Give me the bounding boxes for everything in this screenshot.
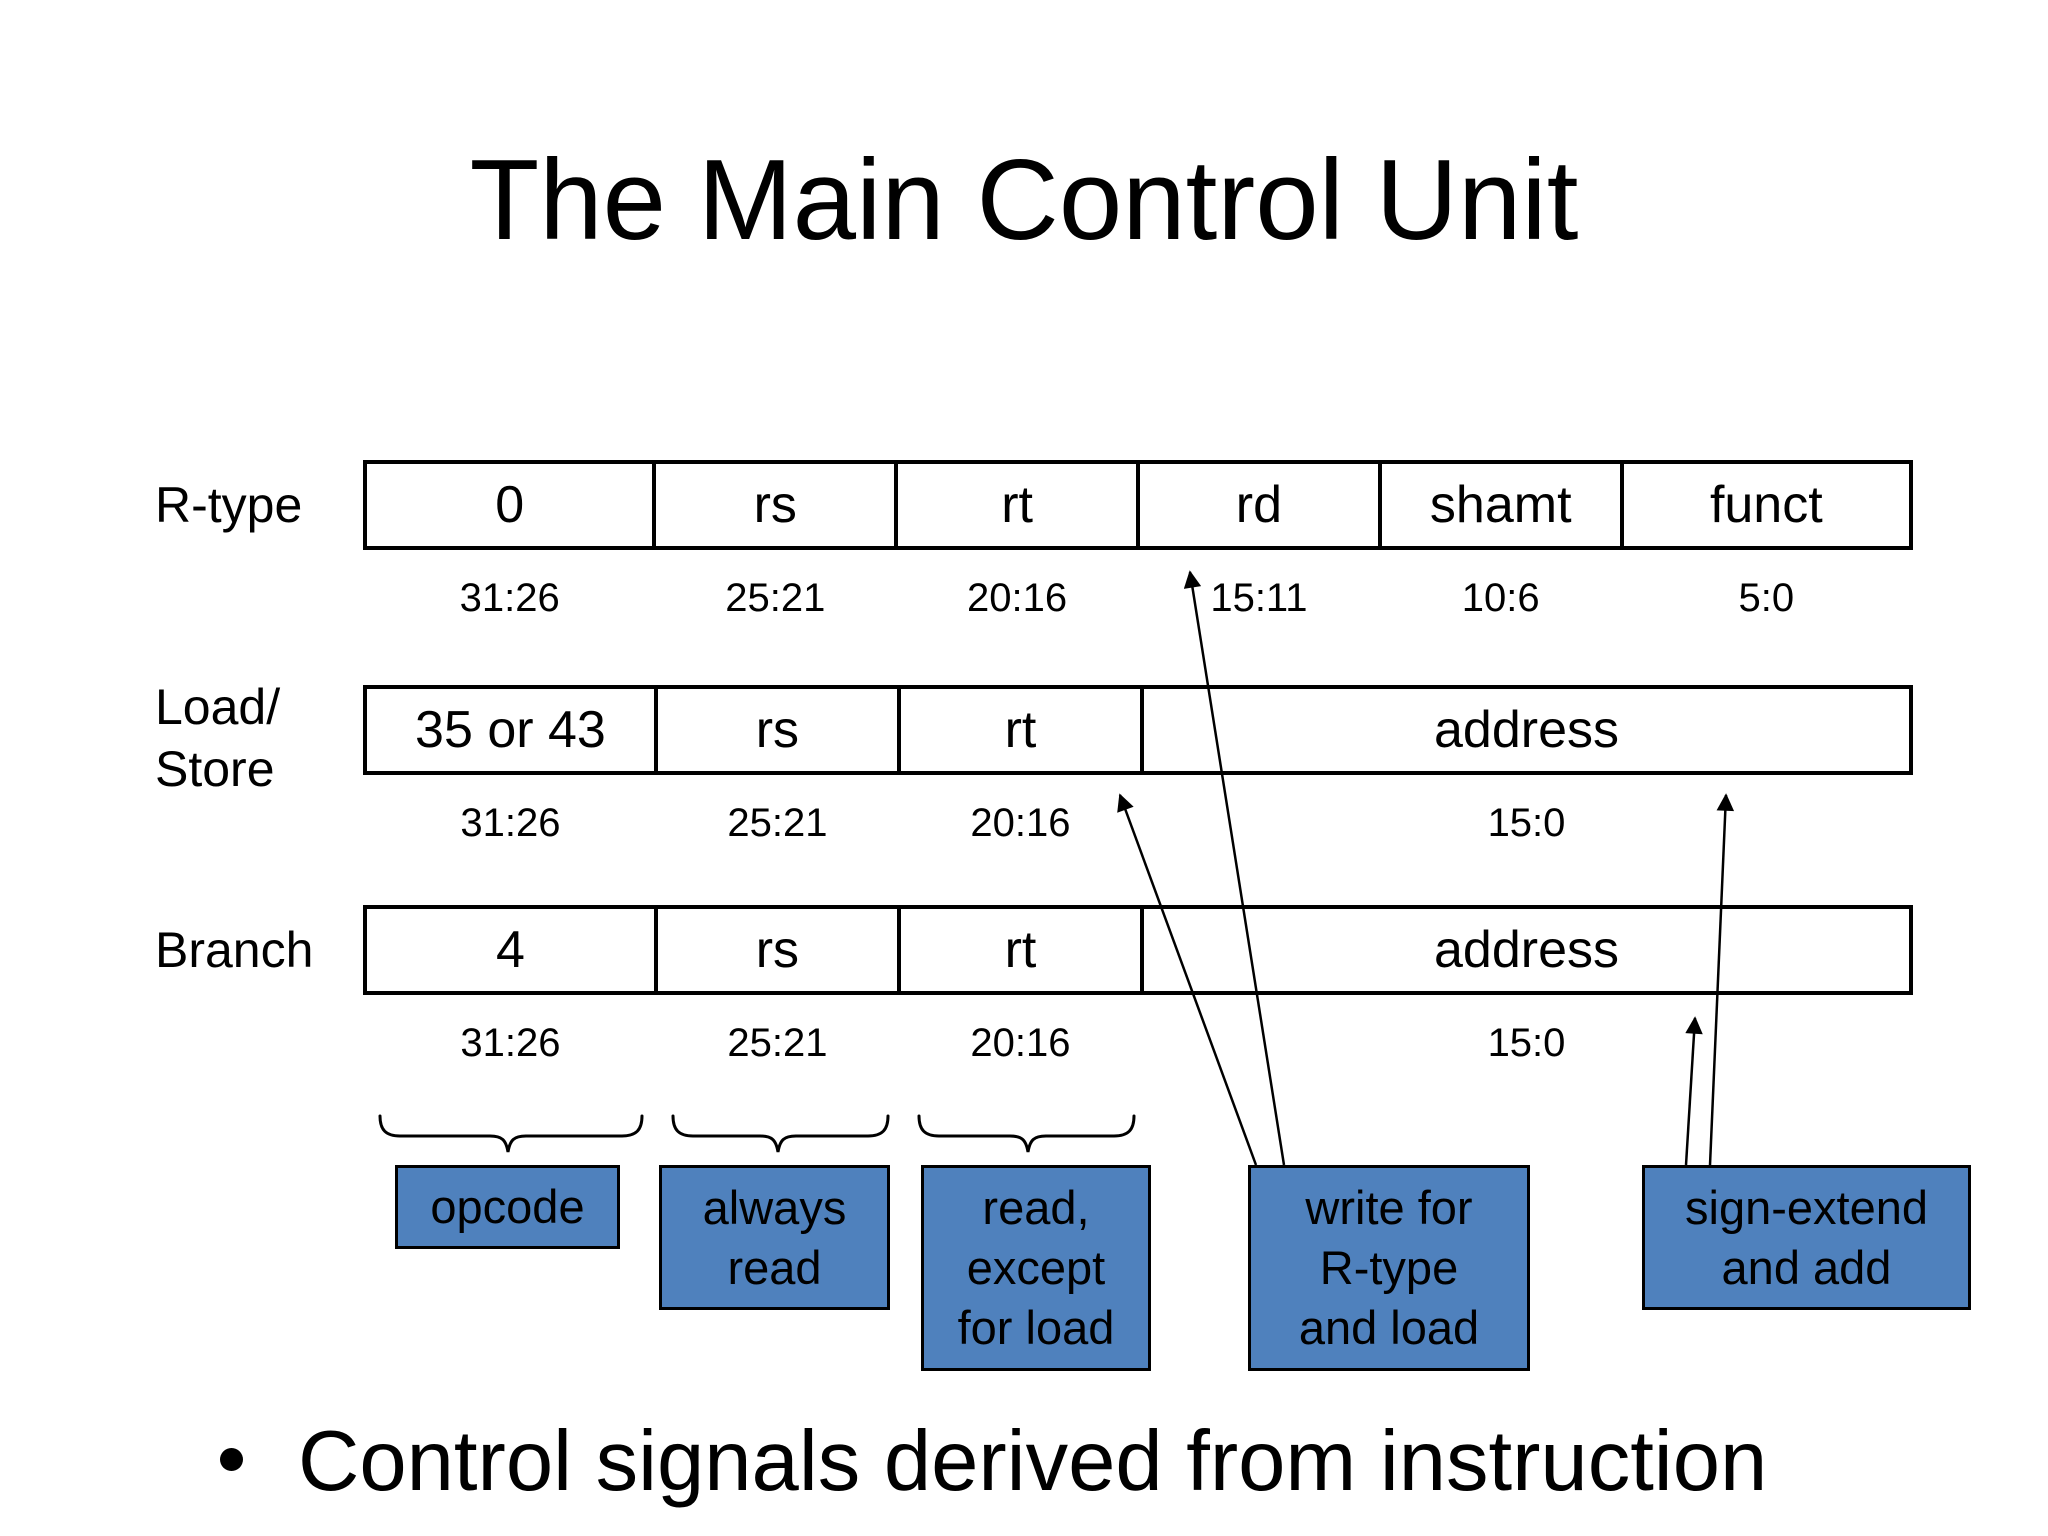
instruction-row-branch: 4 rs rt address: [363, 905, 1913, 995]
bit-range: 15:0: [1487, 801, 1566, 845]
field-rtype-opcode: 0: [495, 476, 525, 534]
field-rtype-rd: rd: [1136, 464, 1378, 546]
callout-write-for-rtype-and-load: write for R-type and load: [1248, 1165, 1530, 1371]
callout-sign-extend-and-add: sign-extend and add: [1642, 1165, 1971, 1310]
slide-title: The Main Control Unit: [469, 137, 1579, 264]
bit-labels-branch: 31:26 25:21 20:16 15:0: [363, 1020, 1913, 1066]
bit-range: 5:0: [1738, 576, 1795, 620]
bit-range: 20:16: [967, 576, 1068, 620]
bit-range: 20:16: [970, 801, 1071, 845]
instruction-row-rtype: 0 rs rt rd shamt funct: [363, 460, 1913, 550]
bit-range: 15:0: [1487, 1021, 1566, 1065]
bit-range: 25:21: [727, 801, 828, 845]
field-rtype-shamt: shamt: [1377, 464, 1620, 546]
instruction-row-loadstore: 35 or 43 rs rt address: [363, 685, 1913, 775]
field-loadstore-opcode: 35 or 43: [415, 701, 606, 759]
field-rtype-funct: funct: [1619, 464, 1909, 546]
brace-opcode-icon: [378, 1114, 644, 1153]
field-rtype-rs: rs: [652, 464, 894, 546]
field-loadstore-rs: rs: [653, 689, 897, 771]
brace-rs-icon: [671, 1114, 890, 1153]
bit-labels-rtype: 31:26 25:21 20:16 15:11 10:6 5:0: [363, 575, 1913, 621]
row-label-branch: Branch: [155, 922, 314, 978]
bullet-icon: [220, 1448, 243, 1471]
bit-range: 25:21: [727, 1021, 828, 1065]
brace-rt-icon: [917, 1114, 1136, 1153]
field-branch-rt: rt: [896, 909, 1140, 991]
callout-read-except-for-load: read, except for load: [921, 1165, 1151, 1371]
callout-always-read: always read: [659, 1165, 890, 1310]
field-branch-rs: rs: [653, 909, 897, 991]
arrow-write-to-rd-icon: [1183, 570, 1286, 1166]
callout-opcode: opcode: [395, 1165, 620, 1249]
row-label-loadstore: Load/ Store: [155, 679, 281, 797]
field-rtype-rt: rt: [894, 464, 1136, 546]
bit-range: 20:16: [970, 1021, 1071, 1065]
bit-range: 25:21: [725, 576, 826, 620]
bit-range: 31:26: [460, 801, 561, 845]
field-branch-address: address: [1140, 909, 1909, 991]
field-loadstore-rt: rt: [896, 689, 1140, 771]
bullet-text: Control signals derived from instruction: [298, 1414, 1768, 1509]
bit-range: 15:11: [1210, 576, 1308, 620]
row-label-rtype: R-type: [155, 477, 303, 533]
bit-range: 10:6: [1461, 576, 1540, 620]
bit-range: 31:26: [459, 576, 560, 620]
field-loadstore-address: address: [1140, 689, 1909, 771]
bit-range: 31:26: [460, 1021, 561, 1065]
bit-labels-loadstore: 31:26 25:21 20:16 15:0: [363, 800, 1913, 846]
field-branch-opcode: 4: [495, 921, 525, 979]
